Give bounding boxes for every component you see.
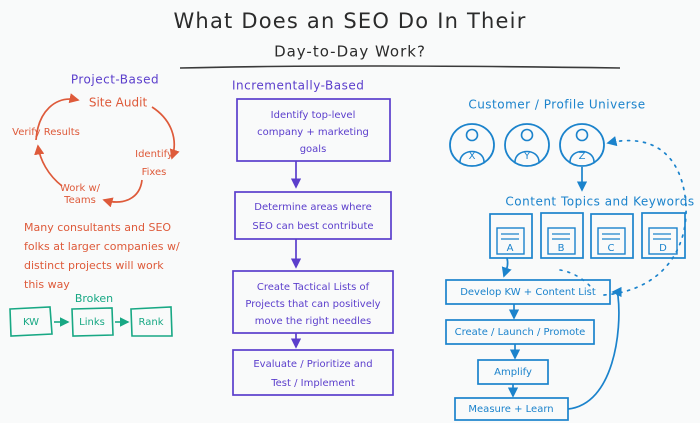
- cycle-arrow-to-verify-results: [34, 144, 63, 187]
- cycle-step-verify-results: Verify Results: [12, 127, 80, 138]
- project-note-line-3: distinct projects will work: [24, 259, 164, 272]
- broken-label: Broken: [75, 292, 113, 305]
- topic-doc-c: C: [590, 213, 634, 259]
- cycle-step-work-with: Work w/: [60, 183, 101, 194]
- cyan-flow-label-2: Create / Launch / Promote: [455, 327, 586, 338]
- cycle-step-teams: Teams: [63, 195, 96, 206]
- cyan-flow-label-1: Develop KW + Content List: [460, 287, 596, 298]
- incremental-step-3-line-3: move the right needles: [255, 316, 372, 327]
- persona-y: Y: [504, 123, 550, 167]
- incremental-step-box-3: [232, 270, 394, 334]
- broken-box-kw-label: KW: [23, 317, 39, 328]
- cycle-arrow-to-identify-fixes: [151, 106, 180, 160]
- persona-z-label: Z: [579, 151, 586, 162]
- measure-to-develop-feedback-arrow: [567, 286, 622, 410]
- incremental-step-box-4: [232, 349, 394, 396]
- cycle-step-fixes: Fixes: [142, 167, 167, 178]
- topics-dotted-connector: [559, 269, 591, 287]
- cycle-arrow-to-site-audit: [35, 93, 80, 141]
- incremental-step-3-line-2: Projects that can positively: [245, 299, 380, 310]
- cyan-flow-label-4: Measure + Learn: [468, 404, 553, 415]
- broken-box-links: [71, 307, 114, 337]
- persona-x-label: X: [469, 151, 476, 162]
- broken-box-kw: [9, 306, 53, 337]
- topic-doc-c-label: C: [608, 243, 615, 254]
- topic-doc-b: B: [540, 212, 584, 259]
- content-topics-heading: Content Topics and Keywords: [505, 195, 694, 209]
- cyan-flow-label-3: Amplify: [494, 367, 532, 378]
- cycle-step-site-audit: Site Audit: [89, 96, 148, 110]
- incremental-step-2-line-1: Determine areas where: [254, 202, 371, 213]
- topic-doc-b-label: B: [558, 243, 565, 254]
- title-underline: [179, 65, 621, 69]
- topic-doc-d: D: [641, 212, 686, 259]
- project-note-line-2: folks at larger companies w/: [24, 240, 180, 253]
- customer-universe-heading: Customer / Profile Universe: [468, 98, 645, 112]
- topics-to-flow-arrow: [501, 257, 512, 278]
- broken-box-rank-label: Rank: [139, 317, 164, 328]
- persona-x: X: [449, 123, 495, 167]
- incremental-step-box-1: [236, 98, 391, 162]
- incremental-step-3-line-1: Create Tactical Lists of: [257, 282, 370, 293]
- topic-doc-a: A: [489, 213, 533, 259]
- topic-doc-a-label: A: [507, 243, 514, 254]
- incremental-step-box-2: [234, 191, 392, 240]
- incremental-step-1-line-2: company + marketing: [257, 127, 369, 138]
- project-based-heading: Project-Based: [71, 73, 159, 87]
- persona-z: Z: [559, 123, 605, 167]
- cycle-arrow-to-work-teams: [102, 179, 143, 208]
- topic-doc-d-label: D: [659, 243, 667, 254]
- page-title-line2: Day-to-Day Work?: [274, 43, 426, 61]
- cycle-step-identify: Identify: [135, 149, 173, 160]
- broken-box-links-label: Links: [79, 317, 105, 328]
- incremental-step-2-line-2: SEO can best contribute: [252, 221, 373, 232]
- project-note-line-4: this way: [24, 278, 70, 291]
- project-note-line-1: Many consultants and SEO: [24, 221, 171, 234]
- incremental-step-4-line-1: Evaluate / Prioritize and: [253, 359, 372, 370]
- incremental-step-4-line-2: Test / Implement: [270, 378, 355, 389]
- incrementally-based-heading: Incrementally-Based: [232, 79, 364, 93]
- persona-y-label: Y: [523, 151, 531, 162]
- incremental-step-1-line-1: Identify top-level: [271, 110, 356, 121]
- cyan-flow-box-1: [445, 279, 611, 305]
- incremental-step-1-line-3: goals: [300, 144, 327, 155]
- broken-box-rank: [130, 306, 173, 337]
- page-title-line1: What Does an SEO Do In Their: [173, 9, 526, 33]
- cyan-flow-box-2: [445, 319, 595, 345]
- content-to-persona-dotted-loop: [603, 136, 687, 296]
